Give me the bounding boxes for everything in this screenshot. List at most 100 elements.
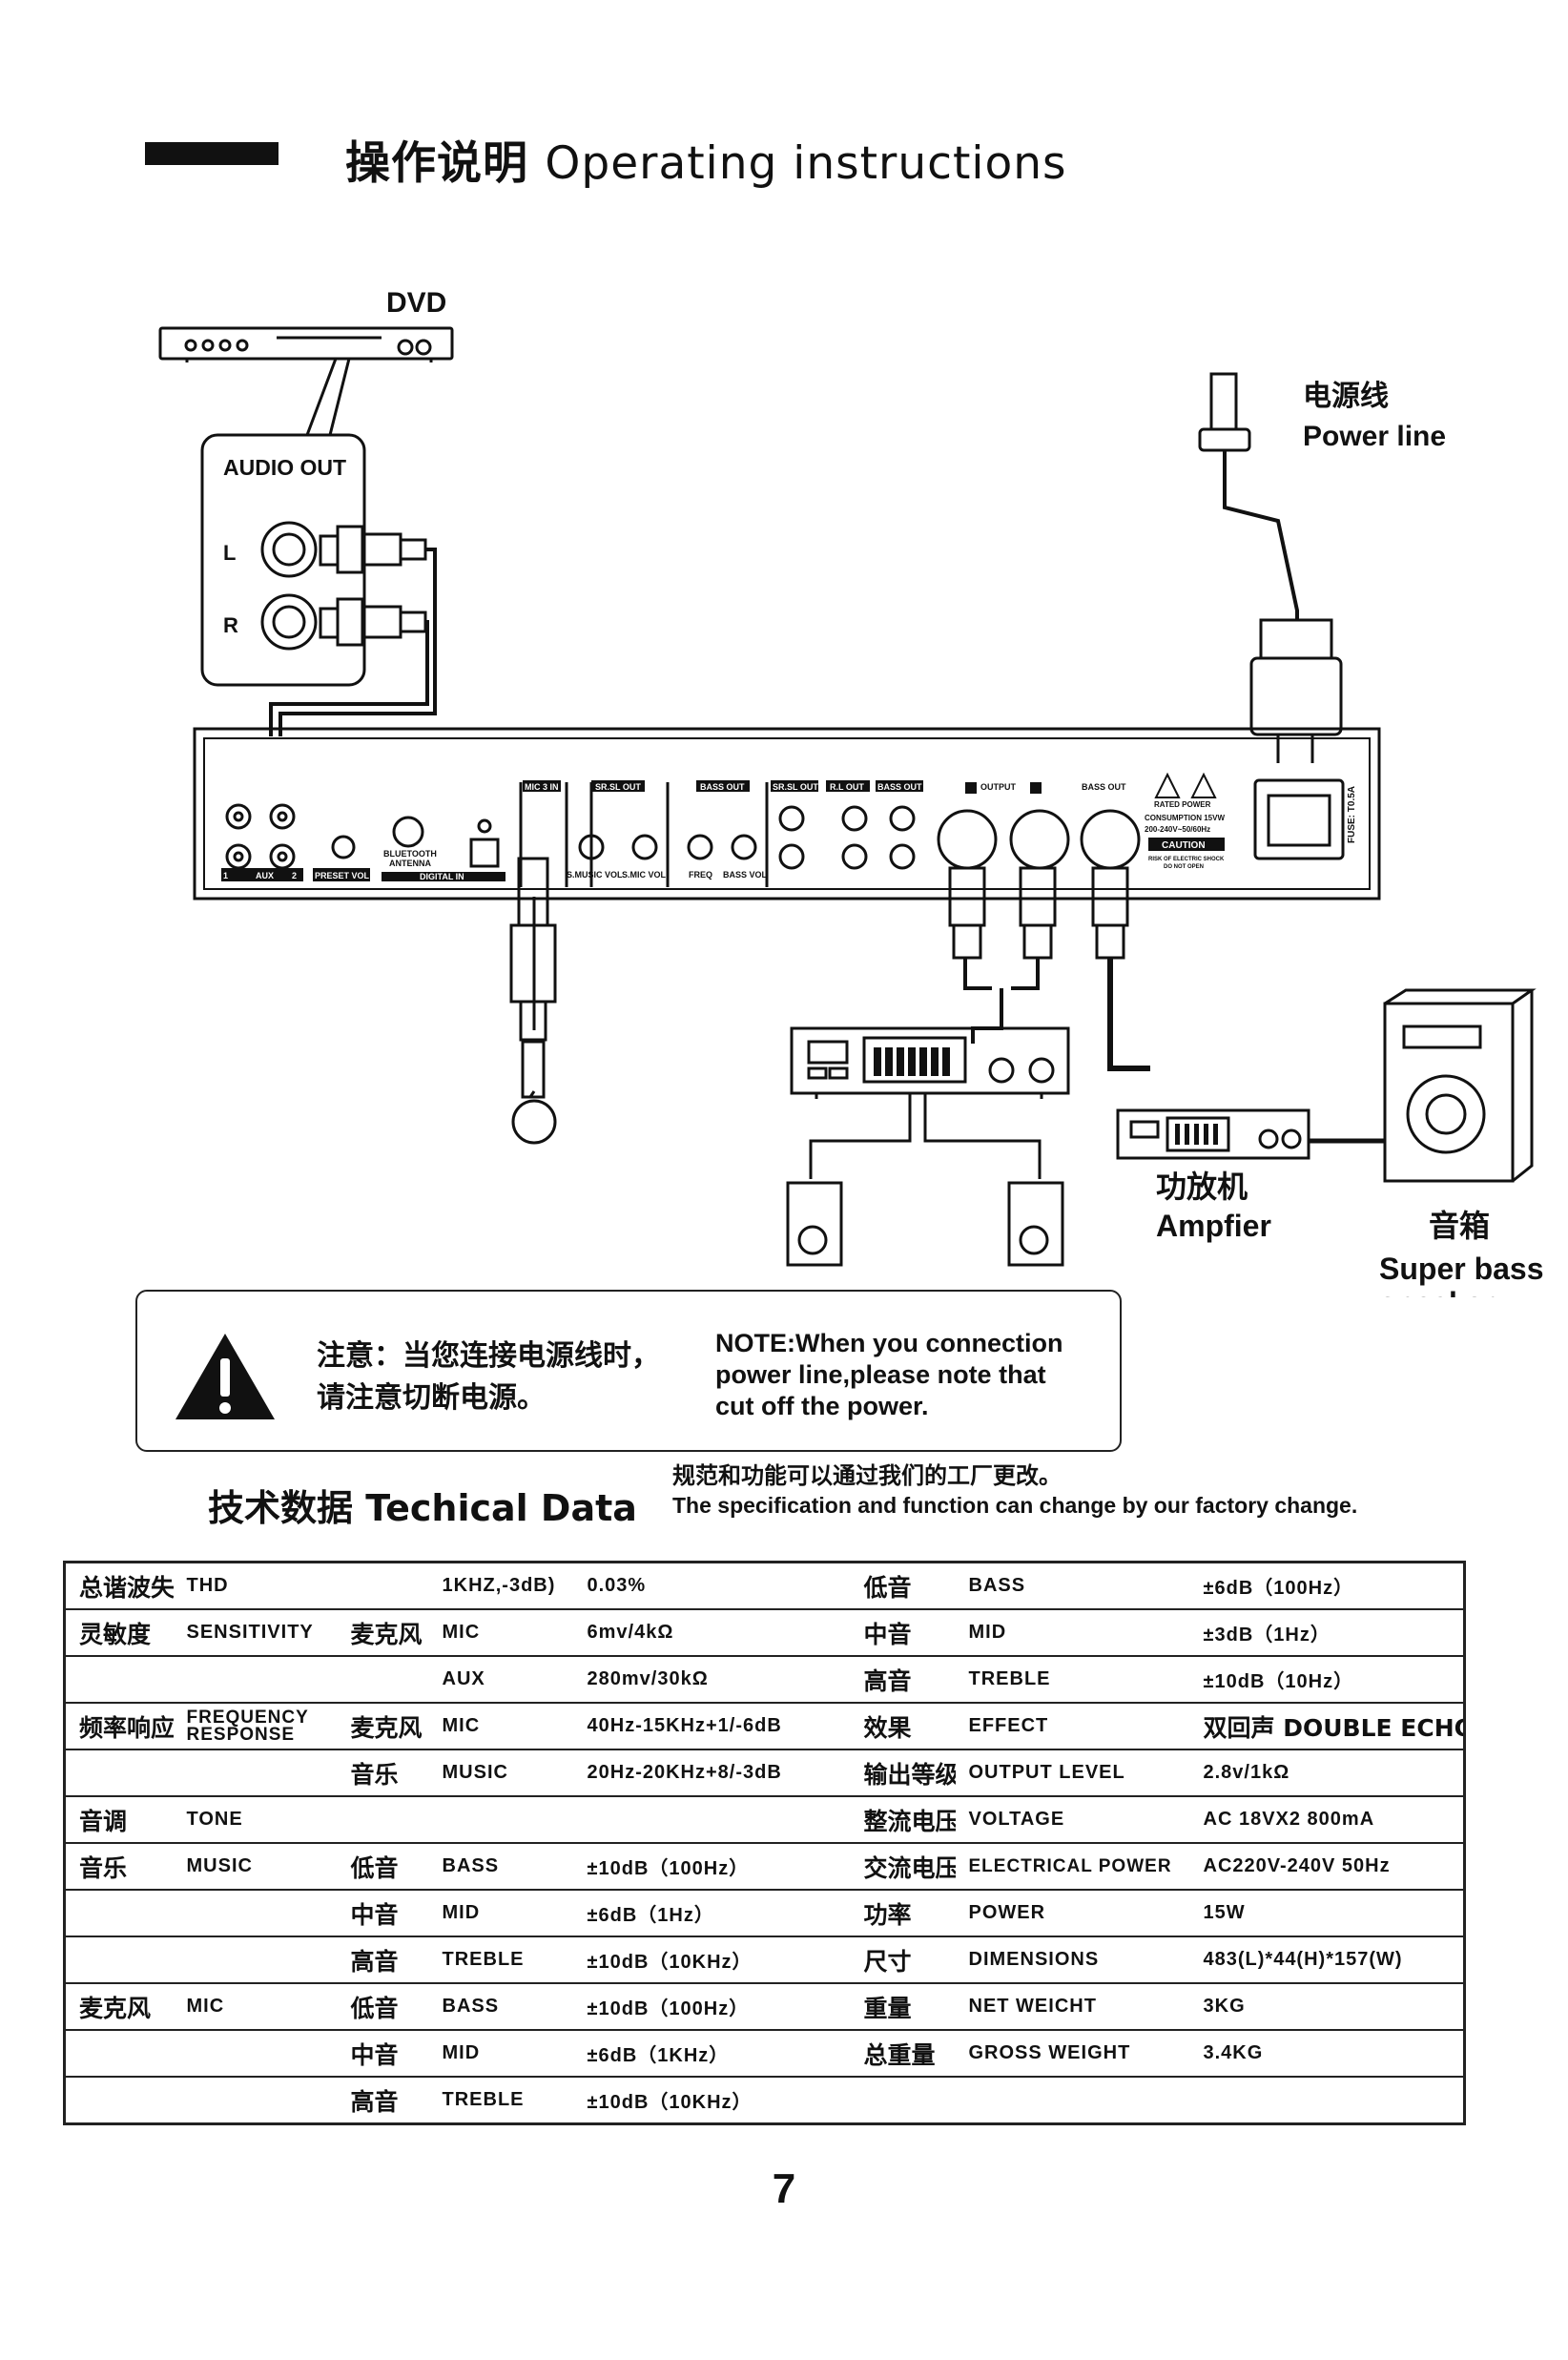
digital-in-label: DIGITAL IN [420,872,464,881]
table-cell: ±10dB（100Hz） [573,1843,851,1891]
spec-table: 总谐波失真THD1KHZ,-3dB)0.03%低音BASS±6dB（100Hz）… [63,1561,1466,2125]
speaker-en-label-2: speaker [1379,1286,1495,1297]
table-cell [173,1936,338,1984]
table-cell [64,2030,174,2078]
table-cell: 1KHZ,-3dB) [428,1562,574,1610]
table-cell: AC 18VX2 800mA [1189,1796,1465,1844]
table-cell: ±6dB（1KHz） [573,2030,851,2078]
antenna-label: ANTENNA [389,859,431,868]
preset-vol-label: PRESET VOL [315,871,370,880]
table-cell: 低音 [337,1983,429,2031]
table-cell: 整流电压 [850,1796,956,1844]
table-cell [955,2077,1190,2125]
speaker-left [786,1181,843,1267]
table-cell: ±6dB（1Hz） [573,1890,851,1937]
table-cell: GROSS WEIGHT [955,2030,1190,2078]
table-cell: THD [173,1562,338,1610]
table-cell: 40Hz-15KHz+1/-6dB [573,1703,851,1750]
table-cell: BASS [428,1983,574,2031]
srsl-out-label: SR.SL OUT [595,782,641,792]
table-cell: 麦克风 [337,1609,429,1657]
table-cell: MID [428,2030,574,2078]
notice-cn-line2: 请注意切断电源。 [317,1381,546,1415]
table-cell: ±6dB（100Hz） [1189,1562,1465,1610]
amp-en-label: Ampfier [1156,1209,1271,1243]
table-cell: ±3dB（1Hz） [1189,1609,1465,1657]
speaker-cn-label: 音箱 [1429,1208,1490,1244]
title-en: Operating instructions [545,137,1067,190]
table-cell [173,2030,338,2078]
table-cell [428,1796,574,1844]
speaker-en-label-1: Super bass [1379,1252,1544,1286]
table-cell: MID [428,1890,574,1937]
table-cell: EFFECT [955,1703,1190,1750]
notice-cn-line1: 注意：当您连接电源线时， [317,1339,660,1373]
table-cell: MIC [173,1983,338,2031]
table-cell: 高音 [850,1656,956,1704]
speaker-right [1007,1181,1064,1267]
super-bass-speaker [1383,1002,1515,1183]
table-cell: FREQUENCY RESPONSE [173,1703,338,1750]
table-cell: 音调 [64,1796,174,1844]
table-cell [1189,2077,1465,2125]
power-en-label: Power line [1303,421,1446,452]
table-cell: 6mv/4kΩ [573,1609,851,1657]
page-title: 操作说明 Operating instructions [345,126,1067,192]
voltage-range-label: 200-240V~50/60Hz [1145,825,1210,834]
table-cell: VOLTAGE [955,1796,1190,1844]
table-cell [64,1890,174,1937]
table-cell: 3KG [1189,1983,1465,2031]
audio-out-box [200,433,366,687]
table-cell: 麦克风 [64,1983,174,2031]
table-cell: AUX [428,1656,574,1704]
table-cell: 交流电压 [850,1843,956,1891]
power-cn-label: 电源线 [1303,380,1389,413]
output-label: OUTPUT [980,782,1017,792]
bluetooth-label: BLUETOOTH [383,849,437,859]
mic3-label: MIC 3 IN [525,782,559,792]
table-cell: 高音 [337,1936,429,1984]
table-cell: 音乐 [64,1843,174,1891]
table-cell: POWER [955,1890,1190,1937]
table-cell: ±10dB（100Hz） [573,1983,851,2031]
table-cell: OUTPUT LEVEL [955,1749,1190,1797]
table-cell: TREBLE [428,1936,574,1984]
table-cell: BASS [428,1843,574,1891]
table-cell [850,2077,956,2125]
tech-data-note: 规范和功能可以通过我们的工厂更改。 The specification and … [672,1461,1357,1521]
table-cell: 483(L)*44(H)*157(W) [1189,1936,1465,1984]
table-cell: 中音 [337,1890,429,1937]
caution-label: CAUTION [1162,840,1206,851]
table-cell: 输出等级 [850,1749,956,1797]
connection-diagram: DVD AUDIO OUT L R 电源线 Power line 功放机 Amp… [158,287,1544,1297]
table-cell: NET WEICHT [955,1983,1190,2031]
table-cell: 高音 [337,2077,429,2125]
table-cell: ±10dB（10KHz） [573,2077,851,2125]
table-cell: BASS [955,1562,1190,1610]
table-cell [64,1749,174,1797]
table-cell: 效果 [850,1703,956,1750]
srsl-out-label-2: SR.SL OUT [773,782,818,792]
table-cell: TREBLE [428,2077,574,2125]
rated-power-label: RATED POWER [1154,800,1211,809]
title-cn: 操作说明 [345,137,528,190]
rear-panel [193,727,1381,901]
table-cell [173,1749,338,1797]
shock-label-2: DO NOT OPEN [1164,864,1204,870]
consumption-label: CONSUMPTION 15VW [1145,814,1225,822]
amplifier-main [790,1026,1070,1095]
warning-icon [175,1334,275,1419]
table-cell [337,1796,429,1844]
table-cell: 尺寸 [850,1936,956,1984]
table-cell [173,1890,338,1937]
bass-vol-label: BASS VOL [723,870,768,880]
table-cell: MIC [428,1703,574,1750]
